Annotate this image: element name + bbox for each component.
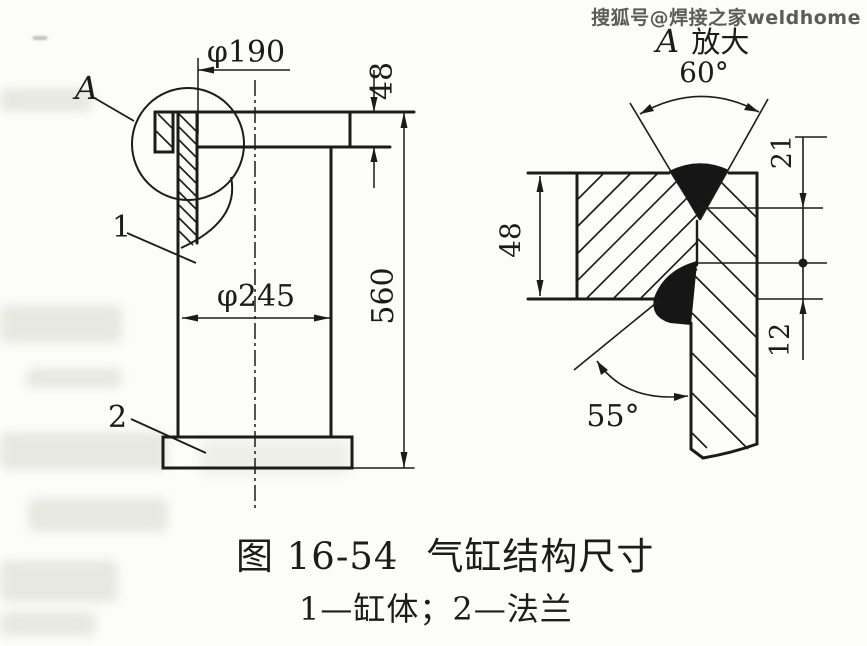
arrow — [314, 314, 330, 322]
detail-circle — [131, 87, 245, 201]
groove-angle-arc — [639, 95, 760, 115]
figure-caption: 图 16-54 气缸结构尺寸 — [236, 526, 654, 580]
dim-21-text: 21 — [767, 135, 798, 169]
bottom-flange-outline — [161, 435, 354, 470]
detail-a-view — [526, 171, 759, 460]
arrow — [182, 314, 198, 322]
groove-angle-line-right — [699, 98, 769, 221]
arrow — [597, 361, 608, 375]
bleed-smudge — [0, 612, 96, 636]
arrow — [400, 452, 408, 468]
detail-boundary — [131, 87, 245, 249]
v-groove-weld-fill — [669, 163, 729, 220]
arrow — [370, 147, 378, 162]
arrow — [799, 193, 807, 208]
dim-48d-text: 48 — [494, 222, 527, 258]
arrow — [198, 66, 214, 74]
arrow — [370, 97, 378, 112]
hatching-detail-view — [576, 172, 758, 450]
bleed-smudge — [0, 305, 122, 343]
detail-title-letter: A — [653, 22, 679, 60]
lip-hatch — [155, 113, 174, 149]
arrowheads-detail-view — [536, 103, 808, 401]
flange-block-hatch — [576, 172, 698, 300]
bleed-smudge — [0, 432, 168, 470]
dim-12-text: 12 — [765, 323, 796, 357]
bleed-smudge — [0, 88, 92, 112]
arrowheads-left-view — [182, 66, 408, 468]
bleed-smudge — [26, 368, 122, 388]
hatching-left-view — [155, 112, 198, 246]
detail-title: A 放大 — [653, 22, 749, 60]
groove-angle-line-left — [629, 102, 701, 221]
dim-phi190-text: φ190 — [207, 35, 285, 70]
shared-origin-dot — [798, 258, 808, 268]
detail-circle-tail — [180, 176, 234, 249]
wall-hatch — [177, 112, 198, 246]
detail-label-A: A — [72, 69, 98, 107]
leader-2 — [130, 418, 207, 454]
wall-bottom-edge — [689, 442, 759, 460]
part-label-2: 2 — [108, 400, 127, 435]
arrow — [744, 103, 759, 112]
dim-560-text: 560 — [366, 267, 401, 324]
bleed-smudge — [0, 560, 118, 602]
dim-55-text: 55° — [586, 399, 639, 434]
arrow — [536, 280, 544, 296]
dim-60-text: 60° — [679, 56, 729, 89]
part-label-1: 1 — [112, 210, 131, 245]
leader-1 — [126, 232, 197, 264]
flange-lip-outline — [153, 110, 175, 154]
bleed-smudge — [28, 498, 168, 532]
figure-legend: 1—缸体；2—法兰 — [299, 590, 573, 628]
back-weld-fill — [653, 261, 697, 325]
dim-48-text: 48 — [365, 62, 400, 100]
weld-metal — [653, 163, 729, 325]
dim-phi245-text: φ245 — [217, 279, 295, 314]
arrow — [674, 393, 688, 401]
watermark: 搜狐号@焊接之家weldhome — [591, 7, 861, 29]
back-bevel-line — [573, 298, 662, 371]
leader-A — [90, 95, 135, 122]
scan-speck — [33, 36, 47, 40]
arrow — [536, 176, 544, 192]
figure-title: 气缸结构尺寸 — [426, 535, 655, 578]
arrow — [799, 299, 807, 314]
arrow — [640, 104, 654, 114]
back-bevel-arc — [596, 360, 689, 398]
wall-hatch — [691, 172, 758, 450]
figure-number: 图 16-54 — [236, 535, 399, 578]
arrow — [400, 112, 408, 128]
detail-title-text: 放大 — [691, 25, 749, 59]
